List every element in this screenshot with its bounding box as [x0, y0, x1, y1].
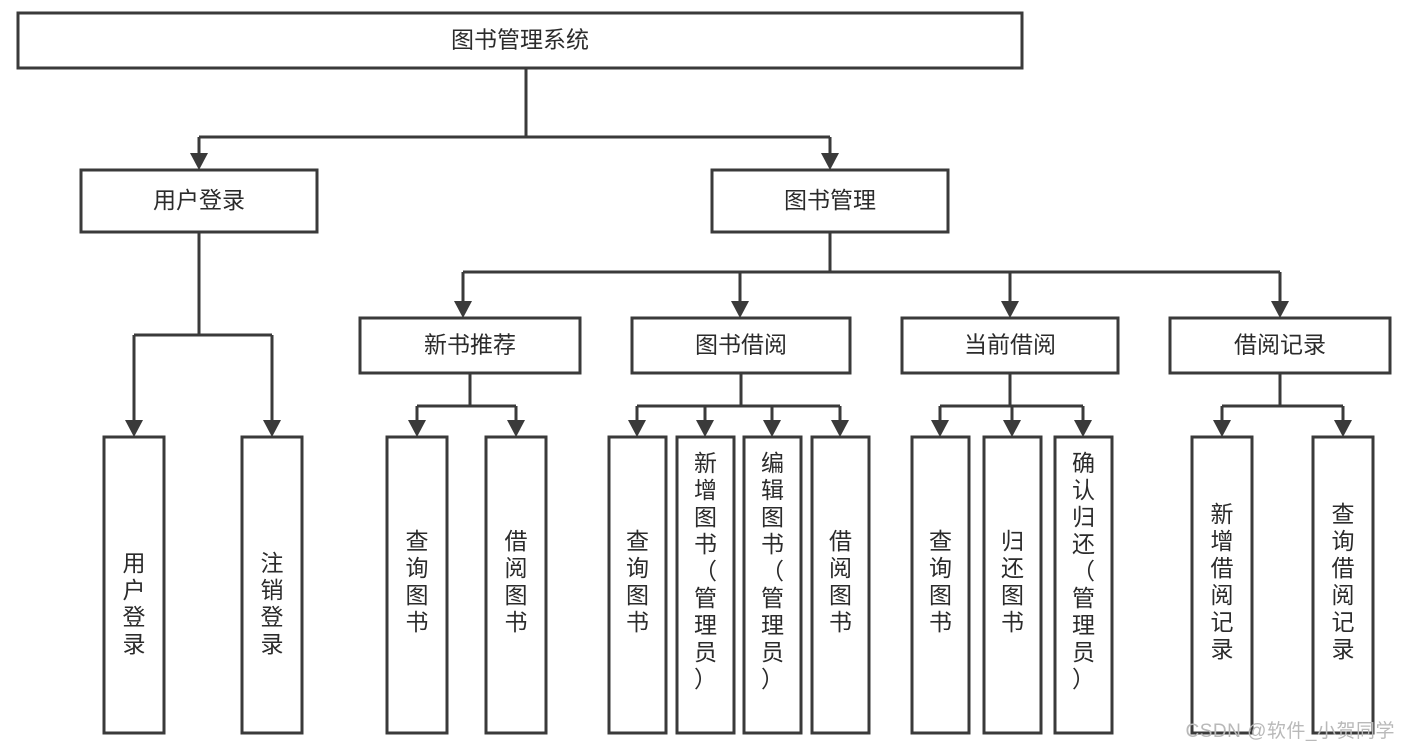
arrow-head-icon [125, 420, 143, 437]
node-box-confirm-return-admin [1053, 435, 1114, 735]
node-box-borrow-record [1168, 316, 1392, 375]
node-book-borrow[interactable]: 图书借阅 [630, 316, 852, 375]
node-box-new-book-recommend [358, 316, 582, 375]
arrow-head-icon [821, 153, 839, 170]
node-borrow-book-action[interactable]: 借阅图书 [810, 435, 871, 735]
node-label-edit-book-admin: 编辑图书（管理员） [761, 450, 784, 692]
node-user-logout-action[interactable]: 注销登录 [240, 435, 304, 735]
node-borrow-record[interactable]: 借阅记录 [1168, 316, 1392, 375]
node-label-borrow-book-recommend: 借阅图书 [505, 528, 528, 635]
arrow-head-icon [628, 420, 646, 437]
node-box-book-borrow [630, 316, 852, 375]
node-query-book-current[interactable]: 查询图书 [910, 435, 971, 735]
node-label-add-book-admin: 新增图书（管理员） [694, 450, 717, 692]
node-add-book-admin[interactable]: 新增图书（管理员） [675, 435, 736, 735]
arrow-head-icon [1271, 301, 1289, 318]
arrow-head-icon [696, 420, 714, 437]
node-label-user-login: 用户登录 [153, 187, 245, 213]
arrow-head-icon [1001, 301, 1019, 318]
node-label-return-book: 归还图书 [1001, 528, 1024, 635]
node-label-new-book-recommend: 新书推荐 [424, 332, 516, 358]
node-box-book-management [710, 168, 950, 234]
node-label-user-login-action: 用户登录 [123, 550, 146, 657]
node-label-book-management: 图书管理 [784, 187, 876, 213]
arrow-head-icon [1334, 420, 1352, 437]
connector-recommend_to_leaves [408, 373, 525, 437]
node-current-borrow[interactable]: 当前借阅 [900, 316, 1120, 375]
connector-borrow_to_leaves [628, 373, 849, 437]
arrow-head-icon [1074, 420, 1092, 437]
connector-book_management_to_level3 [454, 232, 1289, 318]
node-label-query-borrow-record: 查询借阅记录 [1332, 501, 1355, 662]
node-box-root [16, 11, 1024, 70]
arrow-head-icon [454, 301, 472, 318]
arrow-head-icon [408, 420, 426, 437]
node-label-add-borrow-record: 新增借阅记录 [1211, 501, 1234, 662]
node-box-add-book-admin [675, 435, 736, 735]
node-label-query-book-current: 查询图书 [929, 528, 952, 635]
arrow-head-icon [507, 420, 525, 437]
node-box-query-borrow-record [1311, 435, 1375, 735]
node-borrow-book-recommend[interactable]: 借阅图书 [484, 435, 548, 735]
node-label-query-book-borrow: 查询图书 [626, 528, 649, 635]
node-box-borrow-book-recommend [484, 435, 548, 735]
node-new-book-recommend[interactable]: 新书推荐 [358, 316, 582, 375]
node-user-login-action[interactable]: 用户登录 [102, 435, 166, 735]
node-book-management[interactable]: 图书管理 [710, 168, 950, 234]
node-label-confirm-return-admin: 确认归还（管理员） [1072, 450, 1095, 692]
node-box-query-book-recommend [385, 435, 449, 735]
connectors-layer [125, 68, 1352, 437]
node-box-query-book-current [910, 435, 971, 735]
node-label-borrow-record: 借阅记录 [1234, 332, 1326, 358]
node-add-borrow-record[interactable]: 新增借阅记录 [1190, 435, 1254, 735]
connector-record_to_leaves [1213, 373, 1352, 437]
arrow-head-icon [931, 420, 949, 437]
node-edit-book-admin[interactable]: 编辑图书（管理员） [742, 435, 803, 735]
connector-root_to_level2 [190, 68, 839, 170]
node-box-borrow-book-action [810, 435, 871, 735]
connector-user_login_to_leaves [125, 232, 281, 437]
node-query-book-borrow[interactable]: 查询图书 [607, 435, 668, 735]
arrow-head-icon [731, 301, 749, 318]
arrow-head-icon [763, 420, 781, 437]
node-label-book-borrow: 图书借阅 [695, 332, 787, 358]
node-root[interactable]: 图书管理系统 [16, 11, 1024, 70]
node-user-login[interactable]: 用户登录 [79, 168, 319, 234]
node-label-query-book-recommend: 查询图书 [406, 528, 429, 635]
node-box-edit-book-admin [742, 435, 803, 735]
node-box-return-book [982, 435, 1043, 735]
connector-current_to_leaves [931, 373, 1092, 437]
node-label-user-logout-action: 注销登录 [261, 550, 284, 657]
arrow-head-icon [190, 153, 208, 170]
node-label-borrow-book-action: 借阅图书 [829, 528, 852, 635]
node-return-book[interactable]: 归还图书 [982, 435, 1043, 735]
node-box-query-book-borrow [607, 435, 668, 735]
arrow-head-icon [831, 420, 849, 437]
node-confirm-return-admin[interactable]: 确认归还（管理员） [1053, 435, 1114, 735]
node-label-current-borrow: 当前借阅 [964, 332, 1056, 358]
watermark: CSDN @软件_小贺同学 [1185, 721, 1395, 742]
node-label-root: 图书管理系统 [451, 27, 589, 53]
arrow-head-icon [1003, 420, 1021, 437]
arrow-head-icon [263, 420, 281, 437]
nodes-layer: 图书管理系统用户登录用户登录注销登录图书管理新书推荐查询图书借阅图书图书借阅查询… [16, 11, 1392, 735]
node-query-borrow-record[interactable]: 查询借阅记录 [1311, 435, 1375, 735]
node-box-user-logout-action [240, 435, 304, 735]
node-box-current-borrow [900, 316, 1120, 375]
node-box-add-borrow-record [1190, 435, 1254, 735]
node-box-user-login-action [102, 435, 166, 735]
node-query-book-recommend[interactable]: 查询图书 [385, 435, 449, 735]
arrow-head-icon [1213, 420, 1231, 437]
node-box-user-login [79, 168, 319, 234]
